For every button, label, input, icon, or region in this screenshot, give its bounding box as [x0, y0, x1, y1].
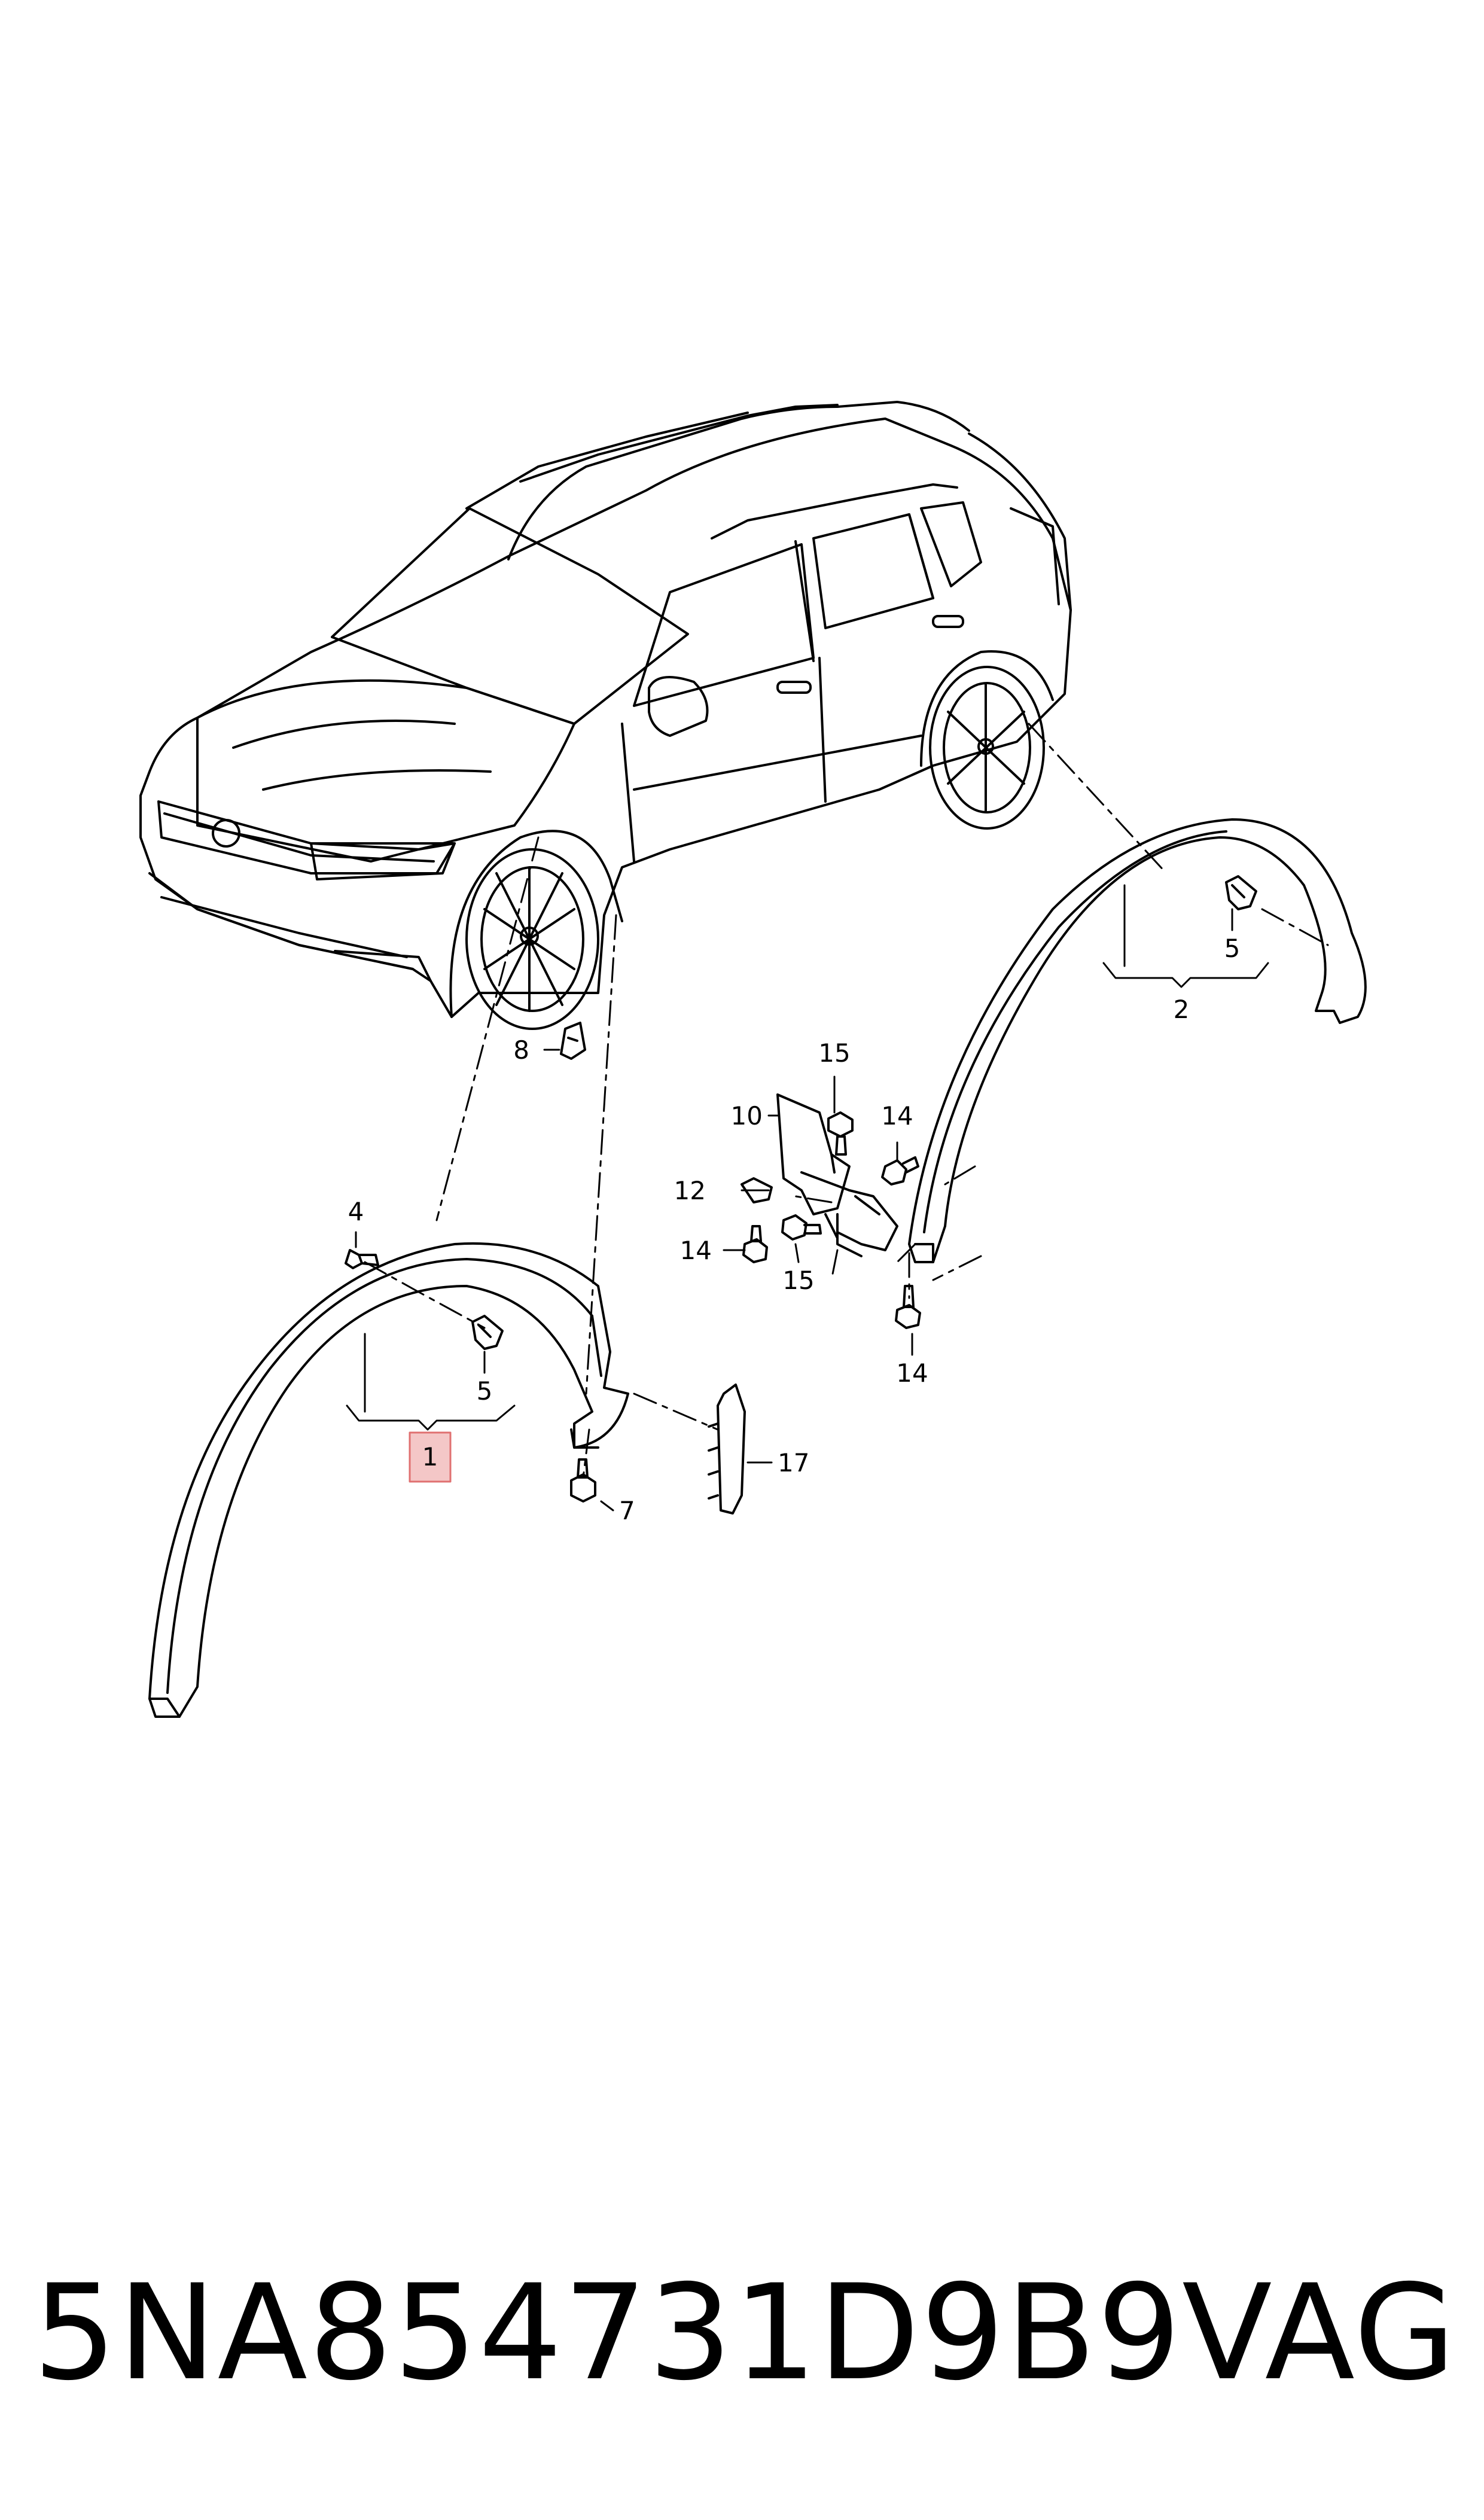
callout-labels: 1 2 4 5 5 7 8 10 12 14 14 14 15 15 17: [348, 934, 1241, 1525]
bolt-15-bottom: [781, 1214, 822, 1241]
stud-bolt-4: [345, 1249, 379, 1269]
callout-1-highlight: [409, 1431, 452, 1483]
leader-lines: [364, 723, 1329, 1479]
callout-10: 10: [731, 1101, 763, 1131]
strip-17: [708, 1384, 746, 1515]
screw-14-right: [881, 1156, 919, 1186]
callout-7: 7: [619, 1496, 635, 1525]
callout-15-bottom: 15: [782, 1266, 814, 1295]
small-parts: [345, 875, 1257, 1515]
bracket-10: [776, 1093, 898, 1257]
callout-5-front: 5: [477, 1376, 493, 1406]
callout-5-rear: 5: [1224, 934, 1241, 963]
callout-leaders: [355, 908, 1233, 1512]
car-illustration: [139, 401, 1072, 1030]
rear-wheel-arch-trim: [908, 818, 1367, 1263]
callout-14-left: 14: [680, 1236, 712, 1265]
callout-14-right: 14: [881, 1101, 913, 1131]
group-brackets: [346, 884, 1269, 1431]
clip-5-front: [471, 1315, 504, 1350]
screw-14-left: [742, 1225, 768, 1263]
brand: VAG: [1182, 2256, 1457, 2409]
screw-7: [570, 1458, 596, 1503]
clip-12: [741, 1177, 773, 1203]
front-wheel-arch-trim: [148, 1242, 629, 1718]
callout-2: 2: [1174, 995, 1190, 1024]
callout-17: 17: [778, 1448, 809, 1477]
callout-14-bottom: 14: [896, 1358, 928, 1388]
footer: 5NA854731D9B9 VAG: [33, 2249, 1456, 2417]
callout-8: 8: [513, 1035, 529, 1065]
screw-14-bottom: [895, 1285, 921, 1329]
callout-1: 1: [422, 1442, 438, 1471]
part-number: 5NA854731D9B9: [33, 2256, 1183, 2409]
clip-5-rear: [1225, 875, 1257, 910]
nut-8: [560, 1022, 586, 1060]
callout-12: 12: [674, 1176, 706, 1205]
callout-15-top: 15: [818, 1038, 850, 1068]
bolt-15-top: [827, 1111, 854, 1156]
callout-4: 4: [348, 1197, 364, 1226]
